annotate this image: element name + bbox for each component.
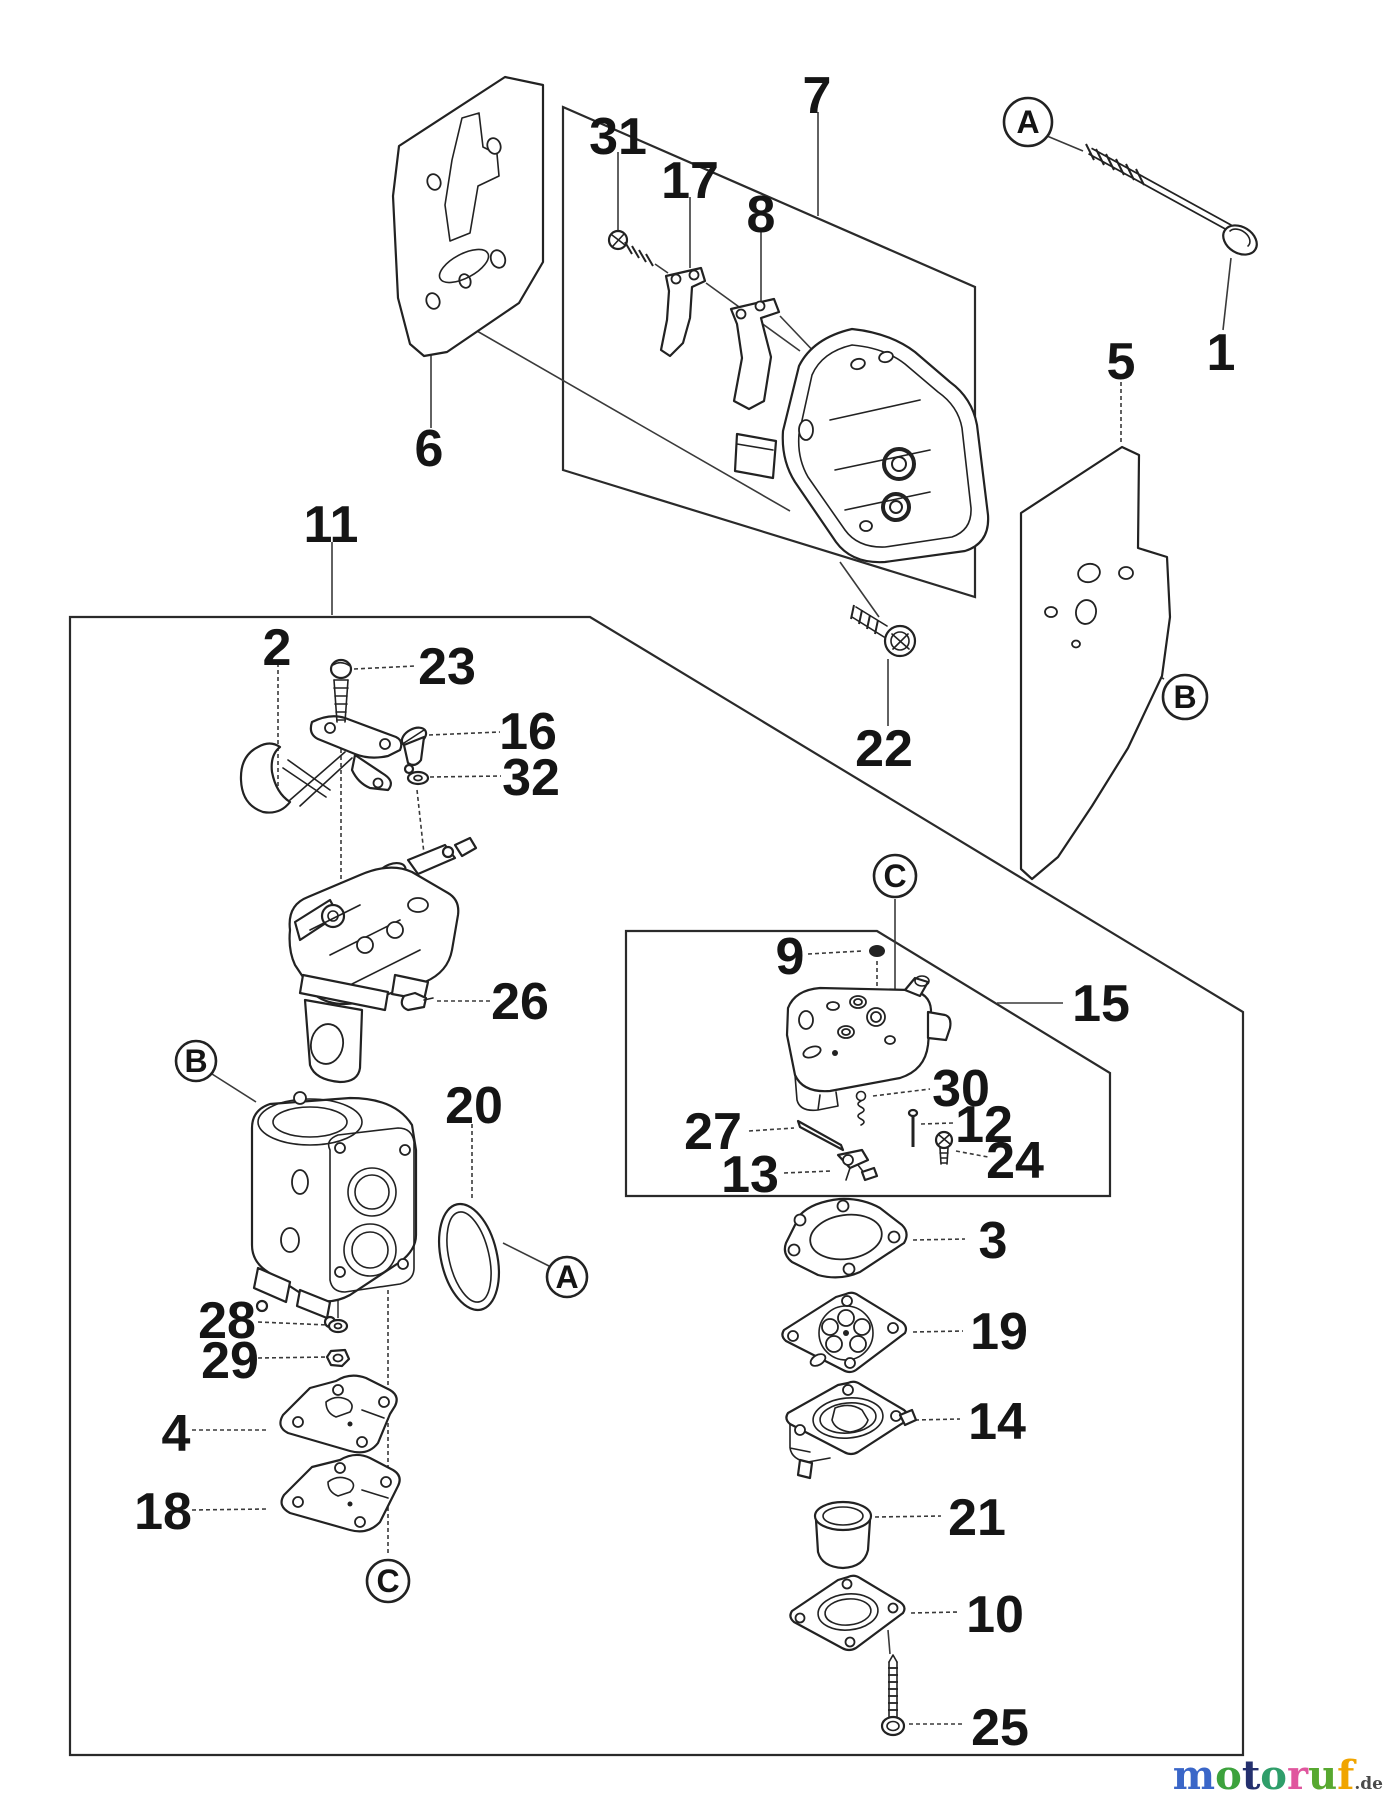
callout-32: 32 xyxy=(502,749,560,807)
callout-29: 29 xyxy=(201,1332,259,1390)
callout-31: 31 xyxy=(589,108,647,166)
part-15-pump-cover xyxy=(785,975,952,1112)
watermark-letter: t xyxy=(1241,1752,1261,1799)
callout-10: 10 xyxy=(966,1586,1024,1644)
part-13-lever xyxy=(836,1148,879,1182)
part-27-pin xyxy=(796,1119,845,1152)
callout-25: 25 xyxy=(971,1699,1029,1757)
ref-circle-c xyxy=(872,853,918,899)
callout-15: 15 xyxy=(1072,975,1130,1033)
part-18-diaphragm xyxy=(280,1453,401,1533)
part-24-screw xyxy=(934,1130,954,1165)
callout-20: 20 xyxy=(445,1077,503,1135)
part-6-gasket xyxy=(391,75,545,358)
part-30-spring xyxy=(855,1090,867,1126)
part-11-carburetor-upper xyxy=(288,836,478,1084)
callout-24: 24 xyxy=(986,1132,1044,1190)
callout-7: 7 xyxy=(803,67,832,125)
part-7-engine-mount xyxy=(733,327,990,564)
callout-23: 23 xyxy=(418,638,476,696)
callout-6: 6 xyxy=(415,420,444,478)
callout-30: 30 xyxy=(932,1060,990,1118)
ref-circle-a xyxy=(1002,96,1054,148)
part-10-plate xyxy=(789,1574,906,1652)
part-32-washer xyxy=(406,770,430,786)
part-3-gasket xyxy=(783,1197,908,1279)
part-20-ring-gasket xyxy=(438,1202,500,1312)
callout-9: 9 xyxy=(776,928,805,986)
callout-26: 26 xyxy=(491,973,549,1031)
watermark-letter: f xyxy=(1337,1752,1355,1799)
ref-marker-a-0: A xyxy=(1002,96,1054,148)
part-23-screw xyxy=(329,658,353,723)
ref-marker-c-5: C xyxy=(365,1558,411,1604)
part-25-screw xyxy=(880,1654,906,1737)
part-29-nut xyxy=(325,1348,351,1368)
part-31-screw xyxy=(607,229,669,274)
callout-21: 21 xyxy=(948,1489,1006,1547)
part-28-washer xyxy=(327,1318,349,1334)
part-12-needle xyxy=(907,1108,919,1147)
ref-circle-b xyxy=(174,1039,218,1083)
watermark-logo: motoruf.de xyxy=(1173,1756,1383,1796)
part-22-screw xyxy=(850,604,917,658)
callout-2: 2 xyxy=(263,619,292,677)
part-4-gasket xyxy=(279,1374,398,1454)
callout-8: 8 xyxy=(747,186,776,244)
part-8-bracket xyxy=(729,297,781,411)
leader-lines xyxy=(191,112,1232,1725)
ref-letter-c: C xyxy=(376,1563,399,1599)
part-26-clip xyxy=(400,991,434,1012)
section-box-11 xyxy=(68,615,1245,1757)
ref-letter-a: A xyxy=(555,1259,578,1295)
watermark-letter: r xyxy=(1286,1752,1309,1799)
callout-22: 22 xyxy=(855,720,913,778)
ref-marker-c-4: C xyxy=(872,853,918,899)
watermark-suffix: .de xyxy=(1354,1774,1383,1794)
callout-27: 27 xyxy=(684,1103,742,1161)
callout-layer: 1234567891011121314151617181920212223242… xyxy=(134,67,1235,1757)
watermark-letter: o xyxy=(1260,1752,1287,1799)
callout-14: 14 xyxy=(968,1393,1026,1451)
ref-marker-b-1: B xyxy=(1161,673,1209,721)
section-box-7 xyxy=(561,105,977,599)
ref-circle-c xyxy=(365,1558,411,1604)
callout-17: 17 xyxy=(661,152,719,210)
callout-28: 28 xyxy=(198,1292,256,1350)
part-14-pump-body xyxy=(785,1380,918,1480)
reference-marker-layer: A B B A C C xyxy=(174,96,1209,1604)
callout-19: 19 xyxy=(970,1303,1028,1361)
callout-13: 13 xyxy=(721,1146,779,1204)
ref-letter-a: A xyxy=(1016,104,1039,140)
callout-1: 1 xyxy=(1207,324,1236,382)
ref-circle-b xyxy=(1161,673,1209,721)
ref-marker-b-2: B xyxy=(174,1039,218,1083)
part-19-diaphragm xyxy=(781,1291,908,1374)
part-16-valve xyxy=(400,726,428,775)
callout-4: 4 xyxy=(162,1405,191,1463)
part-5-gasket xyxy=(1019,445,1172,881)
callout-11: 11 xyxy=(304,496,359,554)
callout-12: 12 xyxy=(955,1096,1013,1154)
part-carb-body xyxy=(250,1091,418,1329)
watermark-letter: u xyxy=(1308,1752,1338,1799)
part-2-lever xyxy=(239,715,403,814)
ref-letter-b: B xyxy=(184,1043,207,1079)
part-17-bracket xyxy=(659,266,707,358)
ref-marker-a-3: A xyxy=(545,1255,589,1299)
section-box-15 xyxy=(624,929,1112,1198)
ref-circle-a xyxy=(545,1255,589,1299)
part-9-plug xyxy=(869,945,885,957)
callout-5: 5 xyxy=(1107,333,1136,391)
callout-16: 16 xyxy=(499,703,557,761)
part-1-bolt xyxy=(1085,143,1258,256)
callout-18: 18 xyxy=(134,1483,192,1541)
watermark-letter: o xyxy=(1215,1752,1242,1799)
watermark-letter: m xyxy=(1172,1752,1216,1799)
ref-letter-c: C xyxy=(883,858,906,894)
part-21-cup xyxy=(813,1500,873,1570)
callout-3: 3 xyxy=(979,1212,1008,1270)
ref-letter-b: B xyxy=(1173,679,1196,715)
